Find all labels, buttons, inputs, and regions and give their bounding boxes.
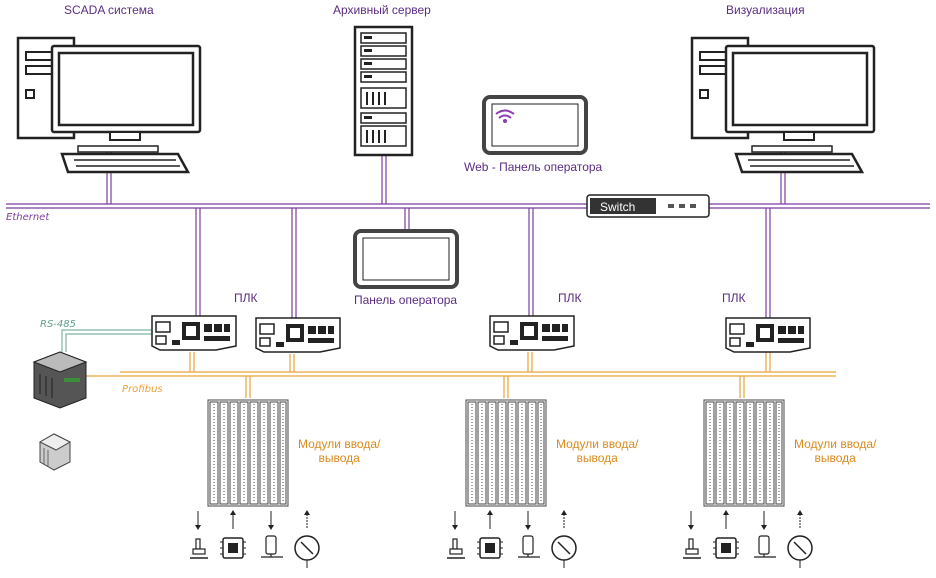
io-modules-label-3: Модули ввода/ вывода	[794, 437, 877, 465]
plc-2-icon	[255, 317, 341, 353]
rs485-device-icon	[38, 433, 72, 471]
field-sensors-2-icon	[446, 509, 577, 569]
plc-4-icon	[725, 317, 811, 353]
operator-panel-icon	[353, 229, 459, 289]
profibus-drops	[76, 352, 771, 398]
visualization-workstation-icon	[690, 36, 876, 174]
plc-3-icon	[489, 315, 575, 351]
operator-panel-label: Панель оператора	[354, 293, 458, 307]
profibus-label: Profibus	[122, 384, 163, 395]
field-sensors-1-icon	[189, 509, 320, 569]
plc-label-3: ПЛК	[722, 291, 746, 305]
io-modules-label-1: Модули ввода/ вывода	[298, 437, 381, 465]
ethernet-bus	[6, 203, 930, 209]
io-modules-label-2: Модули ввода/ вывода	[556, 437, 639, 465]
io-rack-3-icon	[703, 399, 785, 507]
switch-label: Switch	[600, 200, 635, 214]
rs485-gateway-icon	[32, 351, 88, 409]
rs485-label: RS-485	[40, 319, 76, 330]
plc-label-1: ПЛК	[234, 291, 258, 305]
visualization-label: Визуализация	[726, 3, 805, 17]
rs485-link	[61, 329, 154, 352]
io-rack-2-icon	[465, 399, 547, 507]
archive-server-label: Архивный сервер	[333, 3, 431, 17]
field-sensors-3-icon	[682, 509, 813, 569]
scada-workstation-icon	[16, 36, 202, 174]
archive-server-icon	[353, 25, 414, 157]
ethernet-label: Ethernet	[6, 212, 50, 223]
plc-label-2: ПЛК	[558, 291, 582, 305]
web-panel-label: Web - Панель оператора	[464, 160, 603, 174]
network-switch	[586, 194, 710, 218]
io-rack-1-icon	[207, 399, 289, 507]
scada-label: SCADA система	[64, 3, 154, 17]
web-operator-panel-icon	[482, 95, 588, 155]
profibus-bus	[120, 371, 836, 377]
plc-1-icon	[151, 315, 237, 351]
